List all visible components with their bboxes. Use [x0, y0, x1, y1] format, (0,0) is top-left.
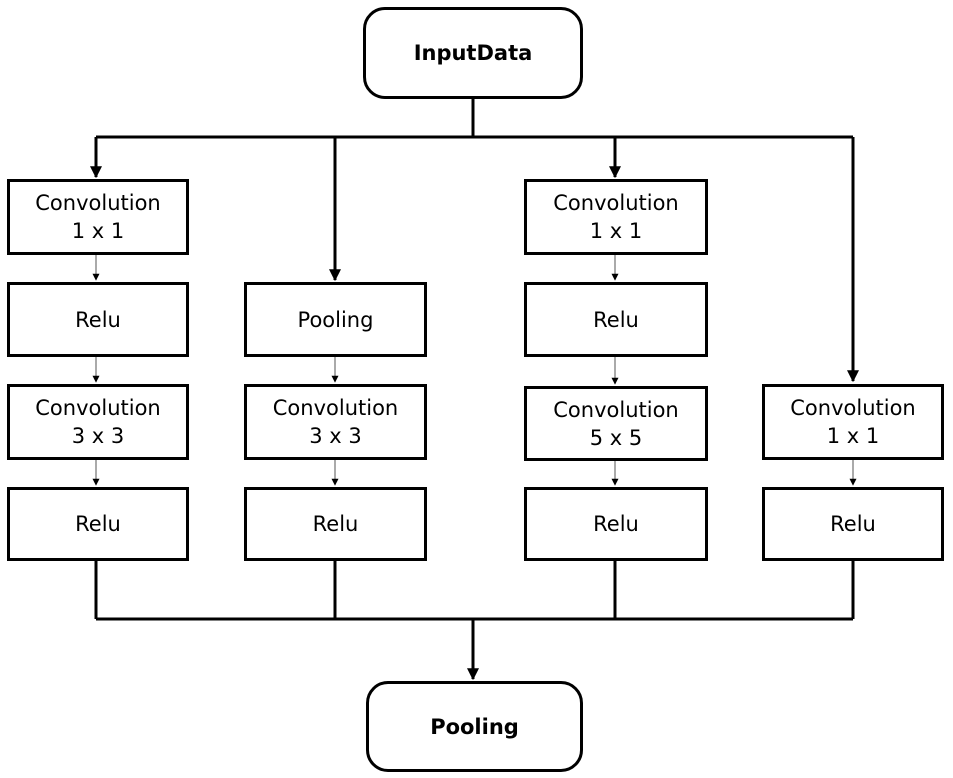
b1-conv-1x1-node: Convolution 1 x 1	[7, 179, 189, 255]
b1-relu-node: Relu	[7, 282, 189, 357]
node-line1: Relu	[830, 512, 876, 536]
b2-pooling-node: Pooling	[244, 282, 427, 357]
output-pooling-node: Pooling	[366, 681, 583, 772]
node-line1: Convolution	[272, 396, 399, 420]
input-data-node: InputData	[363, 7, 583, 99]
node-line1: Convolution	[790, 396, 916, 420]
node-line1: Convolution	[553, 397, 679, 422]
node-line1: Convolution	[35, 191, 161, 215]
node-line2: 3 x 3	[71, 424, 125, 448]
b4-relu-node: Relu	[762, 487, 944, 561]
node-line1: Relu	[593, 512, 639, 536]
node-line1: Convolution	[35, 396, 161, 420]
node-line1: Relu	[75, 307, 121, 332]
node-line1: Relu	[312, 512, 359, 536]
node-line2: 1 x 1	[589, 219, 643, 243]
node-line1: Relu	[593, 307, 639, 332]
b1-relu-final-node: Relu	[7, 487, 189, 561]
node-line2: 1 x 1	[826, 424, 880, 448]
b1-conv-3x3-node: Convolution 3 x 3	[7, 384, 189, 460]
input-data-label: InputData	[413, 41, 533, 65]
node-line1: Relu	[75, 512, 121, 536]
output-pooling-label: Pooling	[430, 714, 519, 739]
b3-relu-final-node: Relu	[524, 487, 708, 561]
node-line2: 5 x 5	[589, 425, 643, 450]
b3-conv-5x5-node: Convolution 5 x 5	[524, 386, 708, 461]
b3-relu-node: Relu	[524, 282, 708, 357]
node-line2: 3 x 3	[309, 424, 362, 448]
node-line1: Convolution	[553, 191, 679, 215]
b2-conv-3x3-node: Convolution 3 x 3	[244, 384, 427, 460]
b3-conv-1x1-node: Convolution 1 x 1	[524, 179, 708, 255]
b2-relu-node: Relu	[244, 487, 427, 561]
b4-conv-1x1-node: Convolution 1 x 1	[762, 384, 944, 460]
node-line2: 1 x 1	[71, 219, 125, 243]
node-line1: Pooling	[297, 307, 374, 332]
